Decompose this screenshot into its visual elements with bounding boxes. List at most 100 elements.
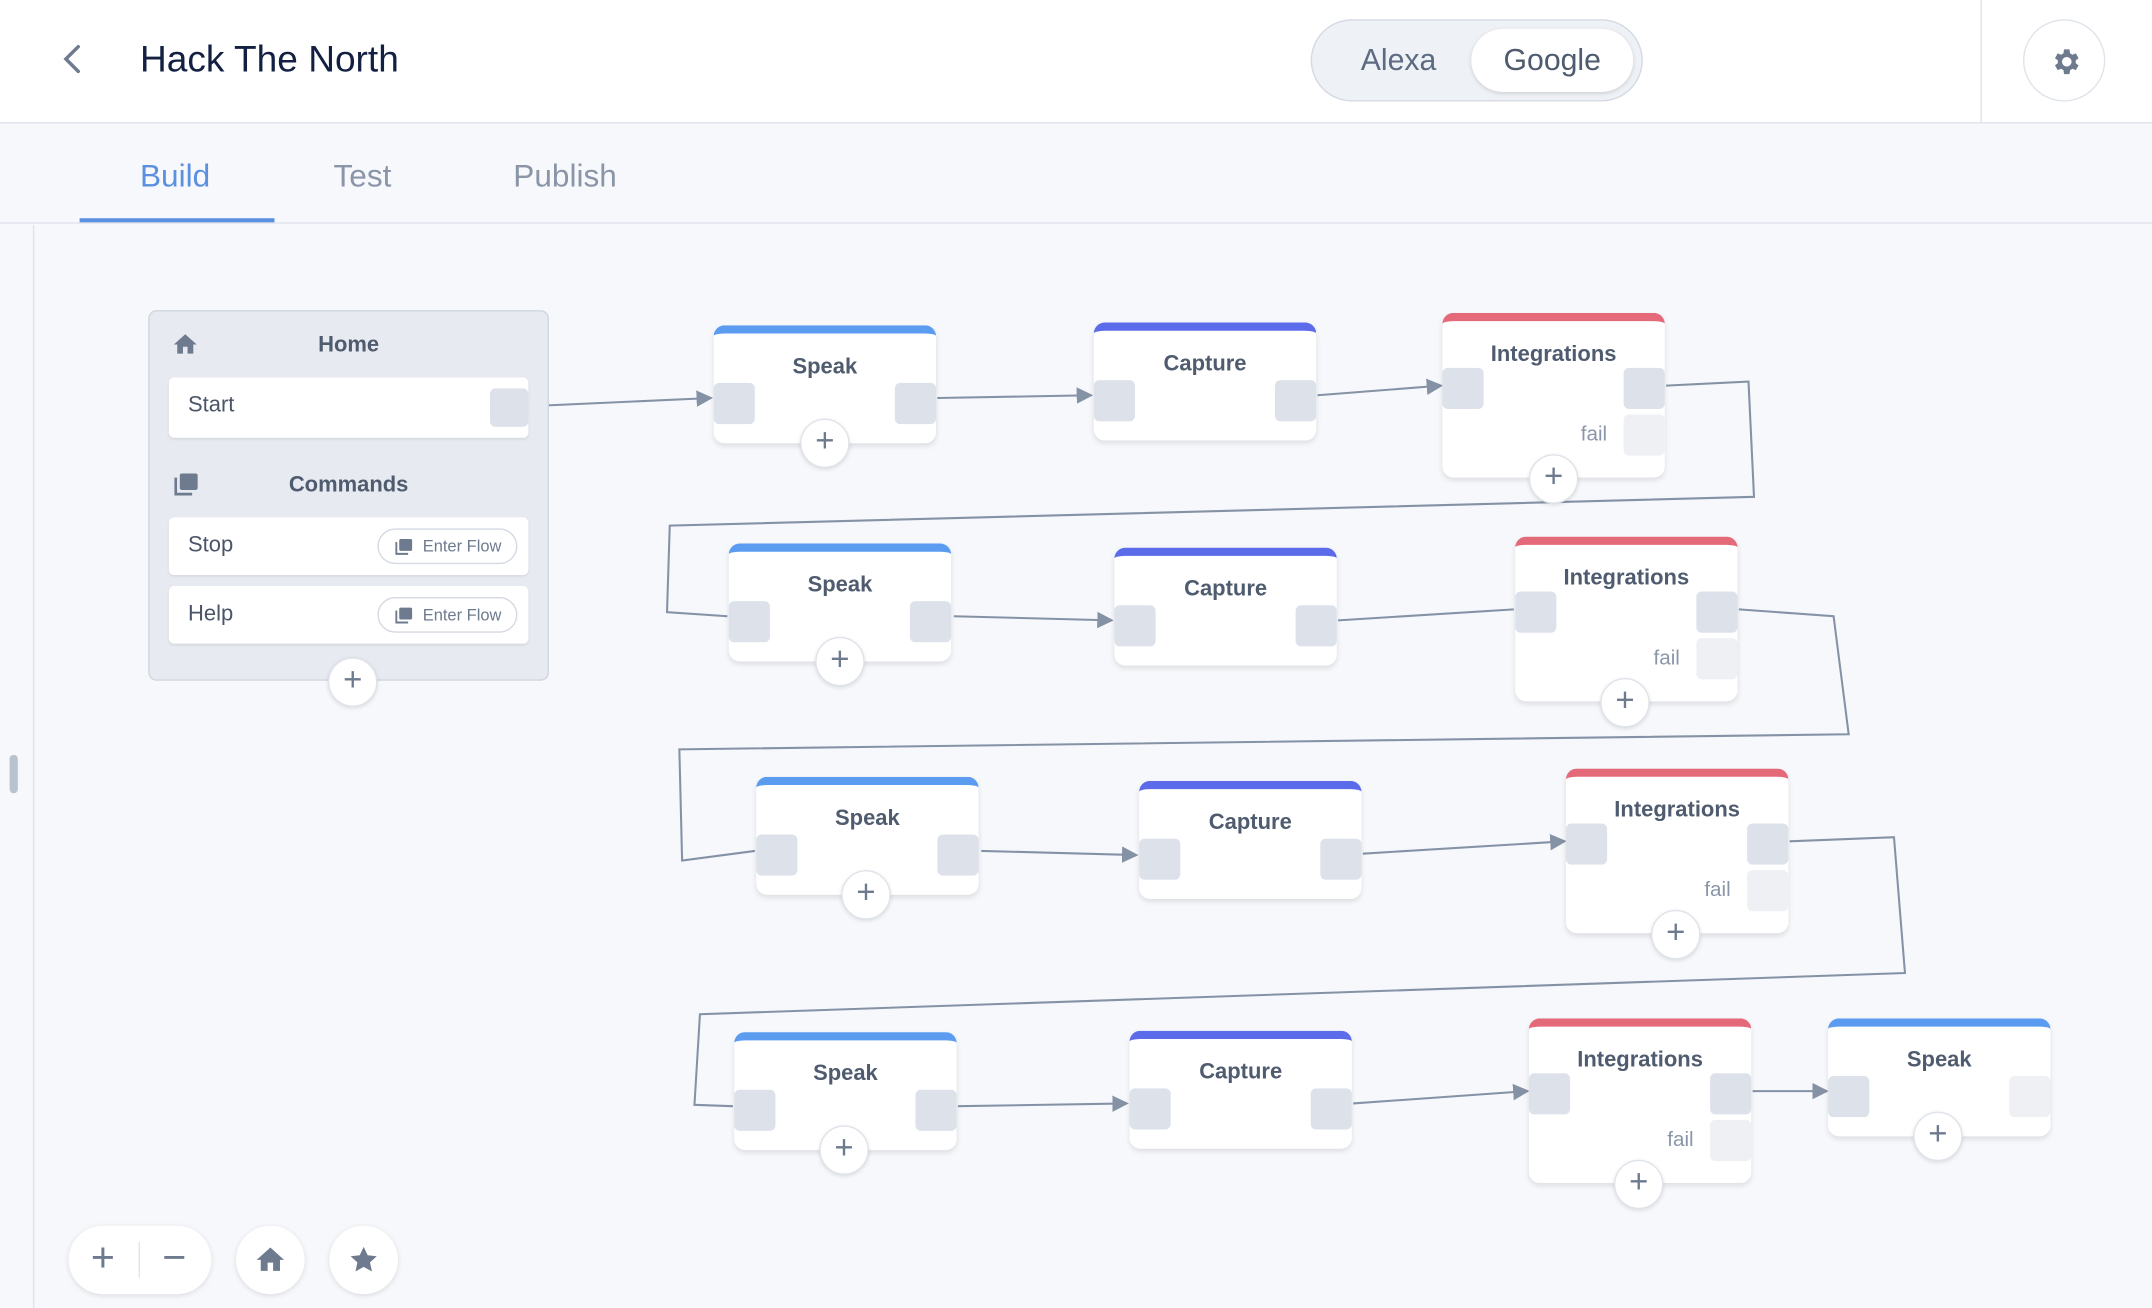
capture-block[interactable]: Capture (1114, 547, 1337, 666)
input-port[interactable] (1515, 591, 1557, 633)
header-divider (1980, 0, 1982, 124)
output-port[interactable] (937, 834, 979, 876)
input-port[interactable] (1139, 838, 1181, 880)
output-port[interactable] (1747, 823, 1789, 865)
integrations-block[interactable]: Integrations fail (1442, 312, 1665, 478)
output-port[interactable] (894, 382, 937, 425)
tab-bar: Build Test Publish (0, 124, 2152, 224)
speak-block[interactable]: Speak (1828, 1018, 2051, 1137)
sidebar-resize-handle[interactable] (9, 754, 18, 794)
block-title: Speak (792, 355, 858, 379)
enter-flow-button[interactable]: Enter Flow (377, 528, 518, 565)
input-port[interactable] (1442, 367, 1484, 409)
tab-test[interactable]: Test (333, 157, 392, 194)
output-port[interactable] (1295, 605, 1337, 647)
block-title: Integrations (1490, 343, 1617, 367)
fail-port[interactable] (1623, 414, 1665, 456)
enter-flow-button[interactable]: Enter Flow (377, 597, 518, 633)
enter-flow-label: Enter Flow (422, 536, 502, 556)
input-port[interactable] (1828, 1076, 1870, 1118)
output-port[interactable] (1623, 367, 1665, 409)
add-step-button[interactable]: + (819, 1125, 869, 1175)
block-title: Integrations (1563, 566, 1690, 591)
output-port[interactable] (1310, 1088, 1352, 1130)
home-icon (256, 1247, 285, 1271)
add-step-button[interactable]: + (800, 418, 850, 469)
output-port[interactable] (1275, 380, 1317, 422)
home-block[interactable]: Home Start Commands Stop Enter Flow Help (148, 310, 549, 681)
platform-google-option[interactable]: Google (1471, 28, 1634, 92)
stack-icon (395, 607, 413, 624)
active-tab-indicator (79, 218, 275, 223)
output-port[interactable] (1320, 838, 1362, 880)
top-header: Hack The North Alexa Google (0, 0, 2152, 124)
speak-block[interactable]: Speak (756, 776, 979, 895)
home-button[interactable] (236, 1225, 305, 1295)
add-step-button[interactable]: + (841, 870, 891, 920)
add-step-button[interactable]: + (1600, 677, 1650, 728)
home-block-title: Home (318, 333, 380, 357)
zoom-out-button[interactable]: − (162, 1235, 187, 1281)
platform-alexa-option[interactable]: Alexa (1360, 42, 1437, 77)
capture-block[interactable]: Capture (1139, 780, 1362, 899)
start-output-port[interactable] (489, 388, 529, 427)
add-step-button[interactable]: + (1528, 454, 1579, 504)
stack-icon (395, 538, 413, 555)
input-port[interactable] (734, 1089, 776, 1131)
input-port[interactable] (1114, 605, 1156, 647)
start-label: Start (188, 393, 235, 418)
block-title: Capture (1199, 1060, 1283, 1085)
add-step-button[interactable]: + (815, 636, 865, 687)
command-item-help[interactable]: Help Enter Flow (168, 586, 529, 644)
settings-button[interactable] (2022, 19, 2106, 102)
tab-build[interactable]: Build (139, 157, 211, 194)
input-port[interactable] (1528, 1073, 1571, 1115)
commands-title: Commands (288, 473, 409, 497)
chevron-left-icon (63, 44, 80, 74)
capture-block[interactable]: Capture (1129, 1030, 1352, 1149)
command-item-stop[interactable]: Stop Enter Flow (168, 517, 529, 576)
input-port[interactable] (756, 834, 798, 876)
start-item[interactable]: Start (168, 377, 529, 438)
block-title: Capture (1184, 577, 1268, 602)
add-step-button[interactable]: + (1614, 1159, 1664, 1210)
fail-port[interactable] (1710, 1119, 1752, 1162)
integrations-block[interactable]: Integrations fail (1515, 536, 1738, 702)
input-port[interactable] (1129, 1088, 1171, 1130)
block-title: Speak (835, 807, 900, 831)
output-port[interactable] (915, 1089, 957, 1131)
zoom-control: + − (68, 1225, 212, 1295)
zoom-in-button[interactable]: + (90, 1235, 115, 1281)
block-title: Capture (1163, 352, 1247, 377)
favorites-button[interactable] (329, 1225, 399, 1295)
output-port[interactable] (1696, 591, 1738, 633)
enter-flow-label: Enter Flow (422, 605, 502, 625)
input-port[interactable] (713, 382, 755, 425)
fail-port[interactable] (1747, 870, 1789, 912)
input-port[interactable] (1565, 823, 1608, 865)
command-label: Help (188, 602, 234, 626)
project-title: Hack The North (139, 38, 399, 80)
output-port[interactable] (1710, 1073, 1752, 1115)
fail-label: fail (1653, 646, 1680, 670)
capture-block[interactable]: Capture (1093, 322, 1317, 441)
fail-label: fail (1580, 422, 1608, 447)
output-port[interactable] (909, 601, 952, 643)
gear-icon (2054, 49, 2079, 75)
output-port[interactable] (2009, 1076, 2051, 1118)
input-port[interactable] (1093, 380, 1136, 422)
fail-port[interactable] (1696, 638, 1738, 680)
block-title: Speak (807, 573, 873, 598)
input-port[interactable] (728, 601, 770, 643)
integrations-block[interactable]: Integrations fail (1528, 1018, 1752, 1184)
integrations-block[interactable]: Integrations fail (1565, 768, 1789, 934)
tab-publish[interactable]: Publish (513, 157, 617, 194)
add-step-button[interactable]: + (1913, 1111, 1963, 1162)
add-command-button[interactable]: + (328, 657, 378, 707)
back-button[interactable] (52, 38, 93, 79)
home-icon (173, 334, 197, 354)
add-step-button[interactable]: + (1651, 909, 1701, 960)
fail-label: fail (1667, 1128, 1694, 1152)
star-icon (350, 1246, 377, 1272)
block-title: Capture (1208, 811, 1292, 835)
